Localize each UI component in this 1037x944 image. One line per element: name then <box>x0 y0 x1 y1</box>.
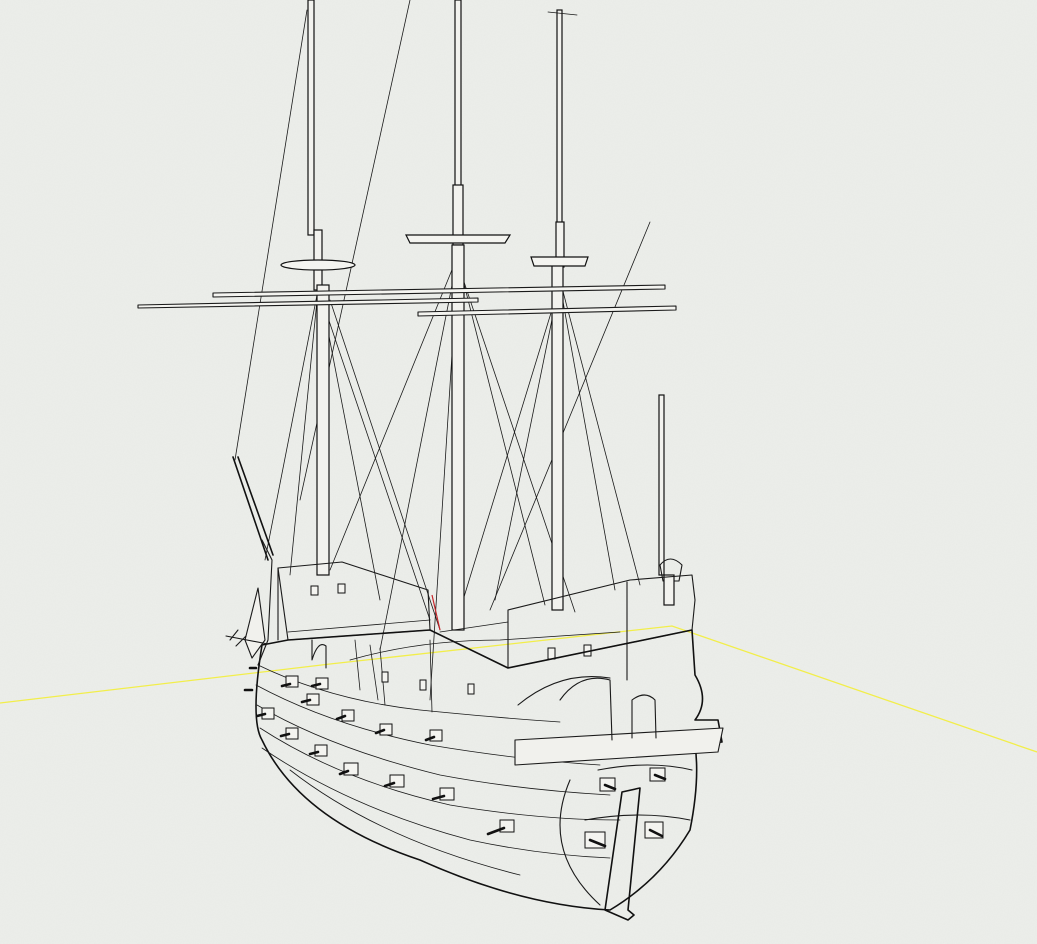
bow-head <box>225 539 273 666</box>
mast-mizzen <box>530 9 589 611</box>
rigging <box>234 0 651 701</box>
red-green-axis-line <box>0 625 1037 753</box>
ground-axes <box>0 625 1037 753</box>
yards <box>137 284 677 317</box>
hull <box>255 561 724 921</box>
mast-main <box>405 0 512 631</box>
mast-fore <box>280 0 356 576</box>
gunports <box>243 666 667 849</box>
bowsprit <box>232 394 683 606</box>
